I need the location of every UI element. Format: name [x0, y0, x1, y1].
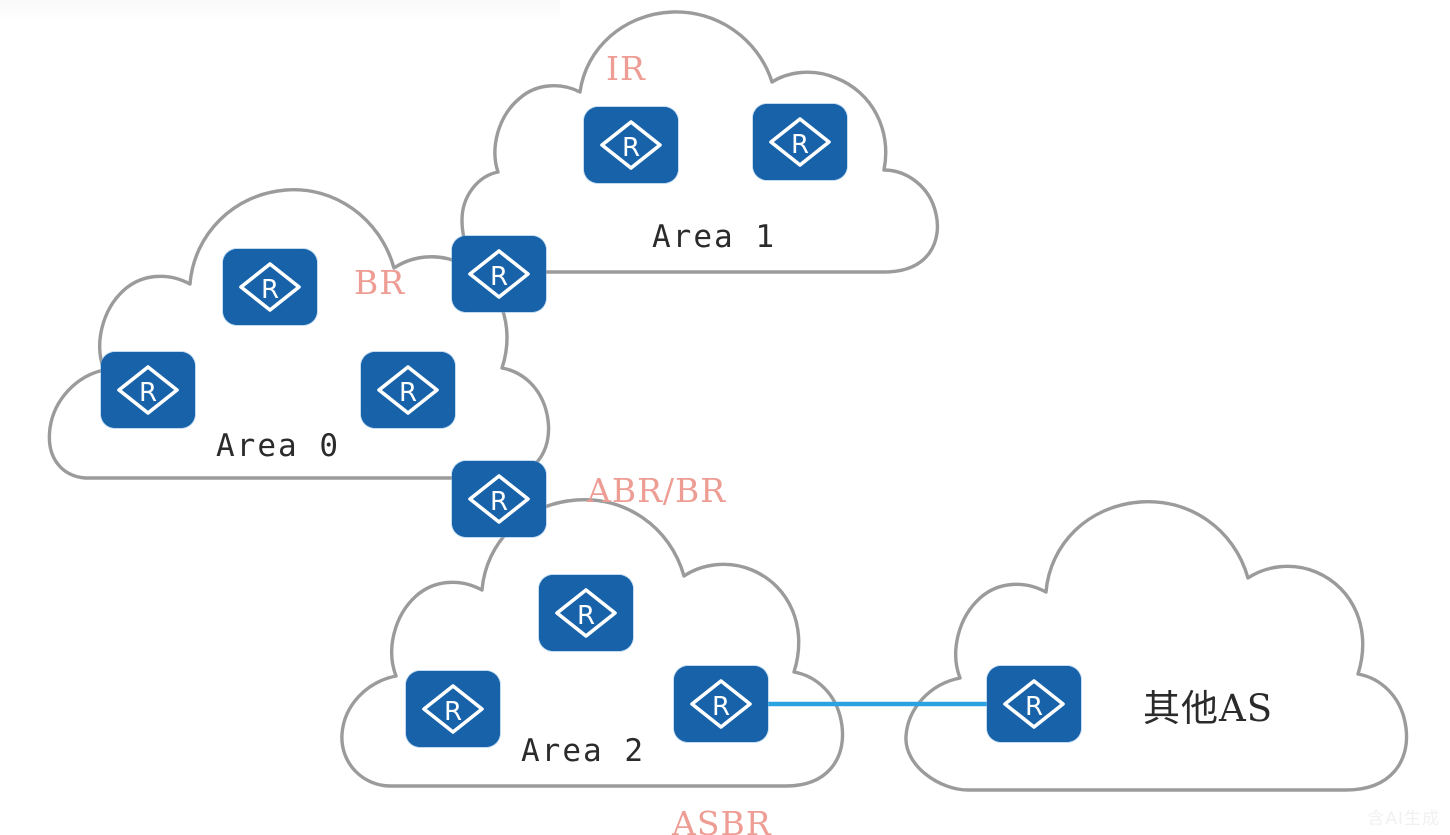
svg-text:R: R — [261, 275, 279, 305]
router-area0-r1[interactable]: R — [223, 249, 317, 325]
router-icon: R — [406, 671, 500, 747]
area-label-area0: Area 0 — [216, 428, 340, 464]
role-label-asbr: ASBR — [672, 804, 772, 835]
svg-text:R: R — [139, 378, 157, 408]
router-area0-r2[interactable]: R — [101, 352, 195, 428]
router-abr-br[interactable]: R — [452, 461, 546, 537]
svg-text:R: R — [490, 487, 508, 517]
svg-text:R: R — [712, 692, 730, 722]
svg-text:R: R — [1025, 692, 1043, 722]
router-other-as[interactable]: R — [987, 666, 1081, 742]
role-label-abr-br: ABR/BR — [587, 471, 727, 510]
router-icon: R — [674, 666, 768, 742]
router-area0-r3[interactable]: R — [361, 352, 455, 428]
router-icon: R — [753, 104, 847, 180]
router-icon: R — [452, 461, 546, 537]
router-area1-r1[interactable]: R — [584, 107, 678, 183]
router-icon: R — [584, 107, 678, 183]
cloud-area1 — [460, 10, 940, 274]
svg-text:R: R — [577, 601, 595, 631]
router-icon: R — [987, 666, 1081, 742]
router-area1-r2[interactable]: R — [753, 104, 847, 180]
router-asbr[interactable]: R — [674, 666, 768, 742]
role-label-br: BR — [354, 263, 406, 302]
svg-text:R: R — [791, 130, 809, 160]
router-area2-r2[interactable]: R — [406, 671, 500, 747]
watermark: 含AI生成 — [1367, 809, 1440, 829]
area-label-area1: Area 1 — [652, 219, 776, 255]
svg-text:R: R — [444, 697, 462, 727]
svg-text:R: R — [490, 262, 508, 292]
svg-text:R: R — [399, 378, 417, 408]
router-icon: R — [452, 236, 546, 312]
svg-text:R: R — [622, 133, 640, 163]
router-icon: R — [361, 352, 455, 428]
cloud-other-as — [904, 499, 1409, 792]
area-label-other-as: 其他AS — [1143, 687, 1274, 730]
area-label-area2: Area 2 — [521, 733, 645, 769]
router-icon: R — [539, 575, 633, 651]
role-label-ir: IR — [606, 49, 646, 88]
router-icon: R — [223, 249, 317, 325]
router-br[interactable]: R — [452, 236, 546, 312]
router-area2-r1[interactable]: R — [539, 575, 633, 651]
router-icon: R — [101, 352, 195, 428]
